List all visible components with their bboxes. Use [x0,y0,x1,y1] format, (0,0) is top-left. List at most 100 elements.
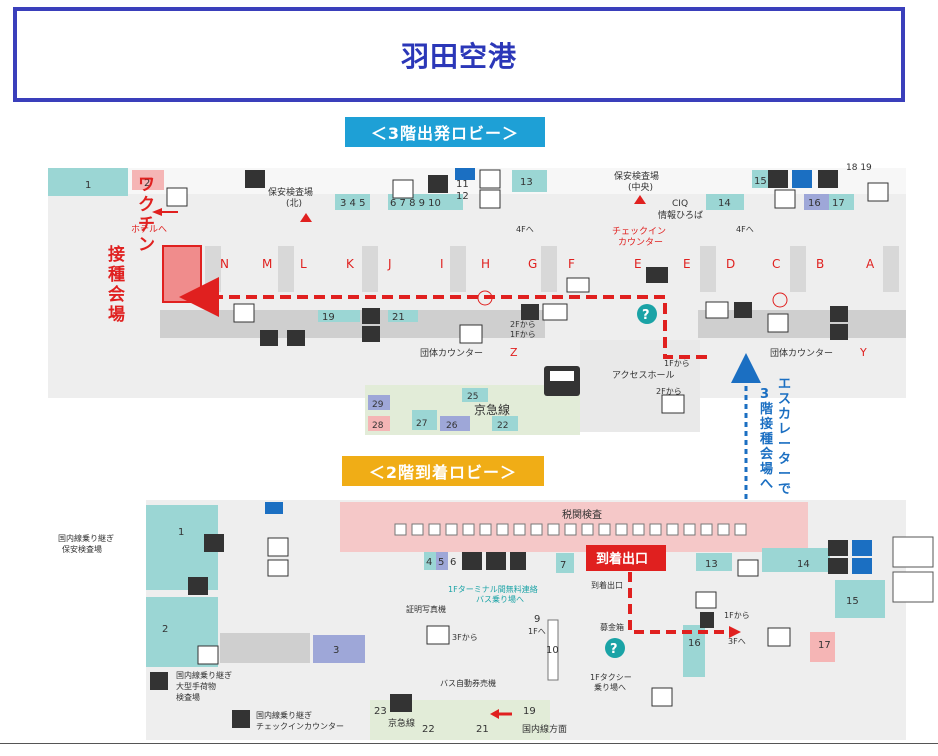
counter-n: N [220,257,229,271]
counter-j: J [387,257,392,271]
elevator-icon [166,187,188,207]
svg-text:?: ? [610,642,618,657]
counter-l: L [300,257,307,271]
bottom-rule [0,743,938,744]
area-1-2f-label: 1 [178,527,184,538]
security-north-label: 保安検査場(北) [268,186,313,209]
gate-17-label: 17 [832,198,845,209]
gate-27-label: 27 [416,419,427,429]
counter-m: M [262,257,272,271]
floor2-map: 税関検査 1 2 3 4 5 6 7 13 14 15 16 17 10 9 1… [58,500,934,740]
from-1f-2f-label: 1Fから [724,611,750,620]
taxi-label: 1Fタクシー乗り場へ [590,673,632,692]
bus-ticket-label: バス自動券売機 [440,678,496,688]
restroom-icon-2f-2 [828,540,848,556]
area-1 [48,168,128,196]
area-3-2f [313,635,365,663]
elevator-icon-2 [479,189,501,209]
counter-f: F [568,257,575,271]
from-1f-b-label: 1Fから [664,359,690,368]
area-4-2f-label: 4 [426,557,432,568]
gate-21-label: 19 [322,312,335,323]
gate-24-label: 22 [497,421,508,431]
vaccine-venue-label[interactable]: ワクチン 接種会場 [108,175,155,325]
counter-g: G [528,257,537,271]
accessible-icon-2 [792,170,812,188]
phone-icon-2f-2 [700,612,714,628]
info-question-icon-2f [605,638,625,658]
phone-icon [521,304,539,320]
counter-i: I [440,257,444,271]
arrival-exit-label: 到着出口 [596,551,648,567]
area-17 [829,194,854,210]
area-16-2f-label: 16 [688,638,701,649]
atm-icon [479,169,501,189]
gate-29-label: 29 [372,400,384,410]
counter-e1: E [634,257,642,271]
counter-letters: N M L K J I H G F E E D C B A [220,257,875,271]
group-counter-z-letter: Z [510,346,518,359]
aed-icon-2f [462,552,482,570]
area-15-2f-label: 15 [846,596,859,607]
elevator-icon-5 [459,324,483,344]
area-3-2f-label: 3 [333,645,339,656]
counter-e2: E [683,257,691,271]
gate-22-label: 21 [392,312,405,323]
counter-a: A [866,257,875,271]
floor2-icons: ? [150,502,872,728]
counter-k: K [346,257,355,271]
counter-c: C [772,257,780,271]
area-14 [706,194,744,210]
gate-13-label: 13 [520,177,533,188]
transfer-checkin-label: 国内線乗り継ぎチェックインカウンター [256,710,344,731]
elevator-icon-2f [197,645,219,665]
to-1f-label: 1Fへ [528,627,546,636]
counter-h: H [481,257,490,271]
computer-icon-2f [695,591,717,609]
gate-16-label: 16 [808,198,821,209]
from-3f-label: 3Fから [452,633,478,642]
keikyu-line-label: 京急線 [474,402,510,417]
smoking-icon-2f [267,559,289,577]
area-10-2f-label: 10 [546,645,559,656]
area-6-2f-label: 6 [450,557,456,568]
to-4f-label-1: 4Fへ [516,225,534,234]
floor2-banner: ＜2階到着ロビー＞ [342,456,544,486]
to-3f-label: 3Fへ [728,637,746,646]
info-icon-2 [768,170,788,188]
gate-25-label: 25 [467,392,478,402]
gate-18-19-label: 18 19 [846,163,872,173]
arrival-exit-sub-label: 到着出口 [591,580,623,590]
restroom-icon-2f [188,577,208,595]
donation-box-label: 募金箱 [600,622,624,632]
gate-15-label: 15 [754,176,767,187]
gate-345-label: 3 4 5 [340,198,365,209]
transfer-icon-3 [232,710,250,728]
info-question-icon [637,304,657,324]
smoking-icon-2 [867,182,889,202]
ciq-label: CIQ [672,199,688,209]
transfer-security-label: 国内線乗り継ぎ保安検査場 [58,533,114,554]
hotel-label[interactable]: ホテルへ [131,224,167,235]
info-plaza-label: 情報ひろば [658,209,703,221]
route-2f [628,572,728,634]
to-domestic-label: 国内線方面 [522,723,567,735]
elevator-icon-6 [767,313,789,333]
group-counter-z-label: 団体カウンター [420,347,483,359]
counter-d: D [726,257,735,271]
counter-b: B [816,257,824,271]
vaccine-venue-box[interactable] [162,245,202,303]
to-domestic-arrow [490,709,499,719]
from-2f-b-label: 2Fから [656,387,682,396]
gate-26-label: 26 [446,421,458,431]
computer-icon [542,303,568,321]
access-hall-label: アクセスホール [612,370,675,381]
info-icon-3 [362,308,380,324]
gate-12-label: 12 [456,191,469,202]
elevator-icon-2f-2 [426,625,450,645]
checkin-counter-label: チェックインカウンター [612,226,666,248]
arrival-exit-badge[interactable] [586,545,666,571]
computer-icon-2 [705,301,729,319]
